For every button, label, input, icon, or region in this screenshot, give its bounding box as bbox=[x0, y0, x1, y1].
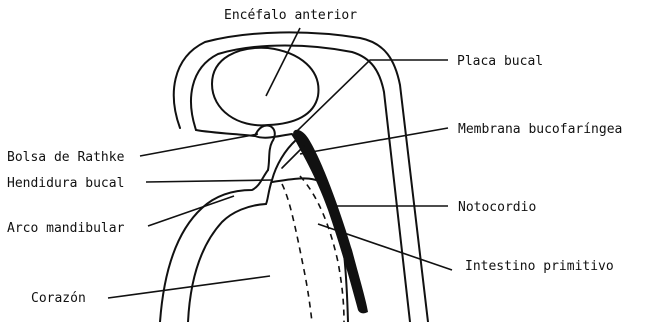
rathke-pouch bbox=[255, 125, 275, 170]
primitive-gut-dashed-right bbox=[300, 176, 344, 322]
leader-membrana bbox=[300, 128, 448, 154]
mandibular-arch-outer bbox=[160, 170, 268, 322]
inner-head-contour bbox=[191, 46, 410, 322]
leader-intestino bbox=[318, 224, 452, 270]
label-arco-mandibular: Arco mandibular bbox=[7, 221, 125, 236]
label-corazon: Corazón bbox=[31, 291, 86, 306]
label-membrana-bucofaringea: Membrana bucofaríngea bbox=[458, 122, 622, 137]
mandibular-arch-inner bbox=[188, 204, 266, 322]
primitive-gut-dashed-left bbox=[282, 184, 312, 322]
leader-encefalo bbox=[266, 28, 300, 96]
pharynx-wall bbox=[272, 178, 348, 322]
oral-cavity-outline bbox=[196, 130, 296, 204]
label-encefalo-anterior: Encéfalo anterior bbox=[224, 8, 357, 23]
buccopharyngeal-membrane bbox=[282, 146, 304, 168]
leader-bolsa bbox=[140, 134, 258, 156]
label-notocordio: Notocordio bbox=[458, 200, 536, 215]
label-placa-bucal: Placa bucal bbox=[457, 54, 543, 69]
label-hendidura-bucal: Hendidura bucal bbox=[7, 176, 124, 191]
leader-hendidura bbox=[146, 180, 272, 182]
notochord bbox=[293, 130, 368, 314]
leader-corazon bbox=[108, 276, 270, 298]
forebrain-outline bbox=[212, 48, 318, 126]
label-intestino-primitivo: Intestino primitivo bbox=[465, 259, 614, 274]
label-bolsa-rathke: Bolsa de Rathke bbox=[7, 150, 125, 165]
